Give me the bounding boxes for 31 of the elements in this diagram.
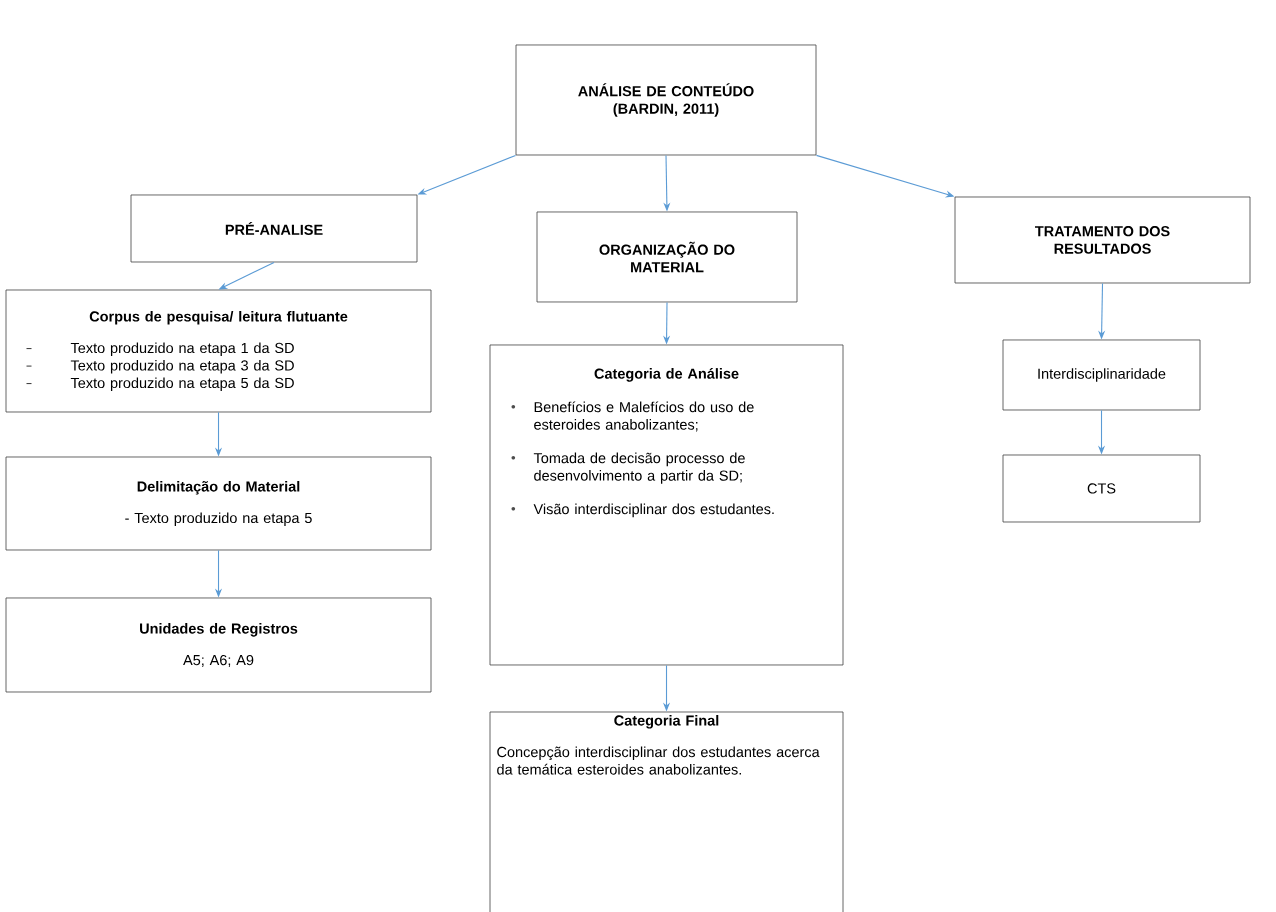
node-heading: Unidades de Registros xyxy=(140,623,298,637)
list-item: Texto produzido na etapa 5 da SD xyxy=(26,377,294,391)
node-heading: Corpus de pesquisa/ leitura flutuante xyxy=(89,311,348,325)
list-item: Tomada de decisão processo de desenvolvimento a partir da SD; xyxy=(511,452,745,484)
process-box xyxy=(5,597,432,693)
process-box xyxy=(1002,339,1201,411)
node-heading: PRÉ-ANALISE xyxy=(225,222,323,235)
node-heading: TRATAMENTO DOS RESULTADOS xyxy=(1035,226,1170,254)
process-box xyxy=(954,196,1251,284)
process-box xyxy=(130,194,418,263)
process-box xyxy=(5,289,432,413)
process-box xyxy=(5,456,432,551)
node-text: CTS xyxy=(1087,483,1116,494)
node-text: A5; A6; A9 xyxy=(183,654,254,667)
node-heading: Categoria Final xyxy=(614,715,719,729)
process-box xyxy=(515,44,817,156)
list-item: Texto produzido na etapa 1 da SD xyxy=(26,342,294,356)
node-text: Interdisciplinaridade xyxy=(1038,368,1166,382)
list-item: Benefícios e Malefícios do uso de esteroides anabolizantes; xyxy=(511,401,754,432)
node-heading: ORGANIZAÇÃO DO MATERIAL xyxy=(599,241,735,273)
node-heading: ANÁLISE DE CONTEÚDO (BARDIN, 2011) xyxy=(578,83,754,117)
process-box xyxy=(536,211,798,303)
process-box xyxy=(1002,454,1201,523)
list-item: Visão interdisciplinar dos estudantes. xyxy=(511,503,774,518)
node-text: Concepção interdisciplinar dos estudantes acerca da temática esteroides anabolizantes. xyxy=(497,746,820,775)
node-heading: Delimitação do Material xyxy=(137,481,300,495)
node-heading: Categoria de Análise xyxy=(594,368,739,382)
process-box xyxy=(489,344,844,666)
list-item: Texto produzido na etapa 3 da SD xyxy=(26,360,294,374)
node-text: - Texto produzido na etapa 5 xyxy=(125,512,312,526)
process-box xyxy=(489,711,844,912)
